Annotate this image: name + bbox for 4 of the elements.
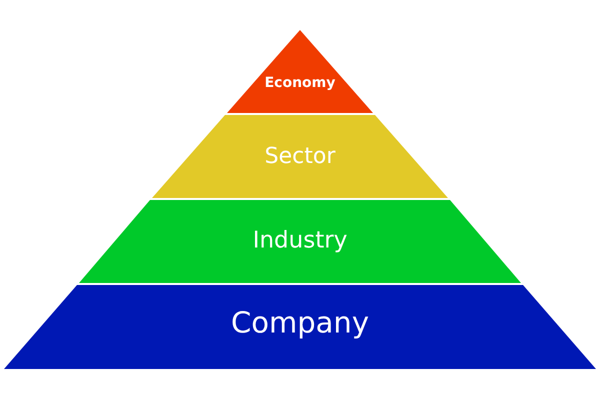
tier-label: Industry: [252, 230, 348, 252]
tier-label: Company: [231, 308, 369, 338]
tier-label: Sector: [264, 146, 336, 168]
tier-label: Economy: [264, 76, 336, 90]
